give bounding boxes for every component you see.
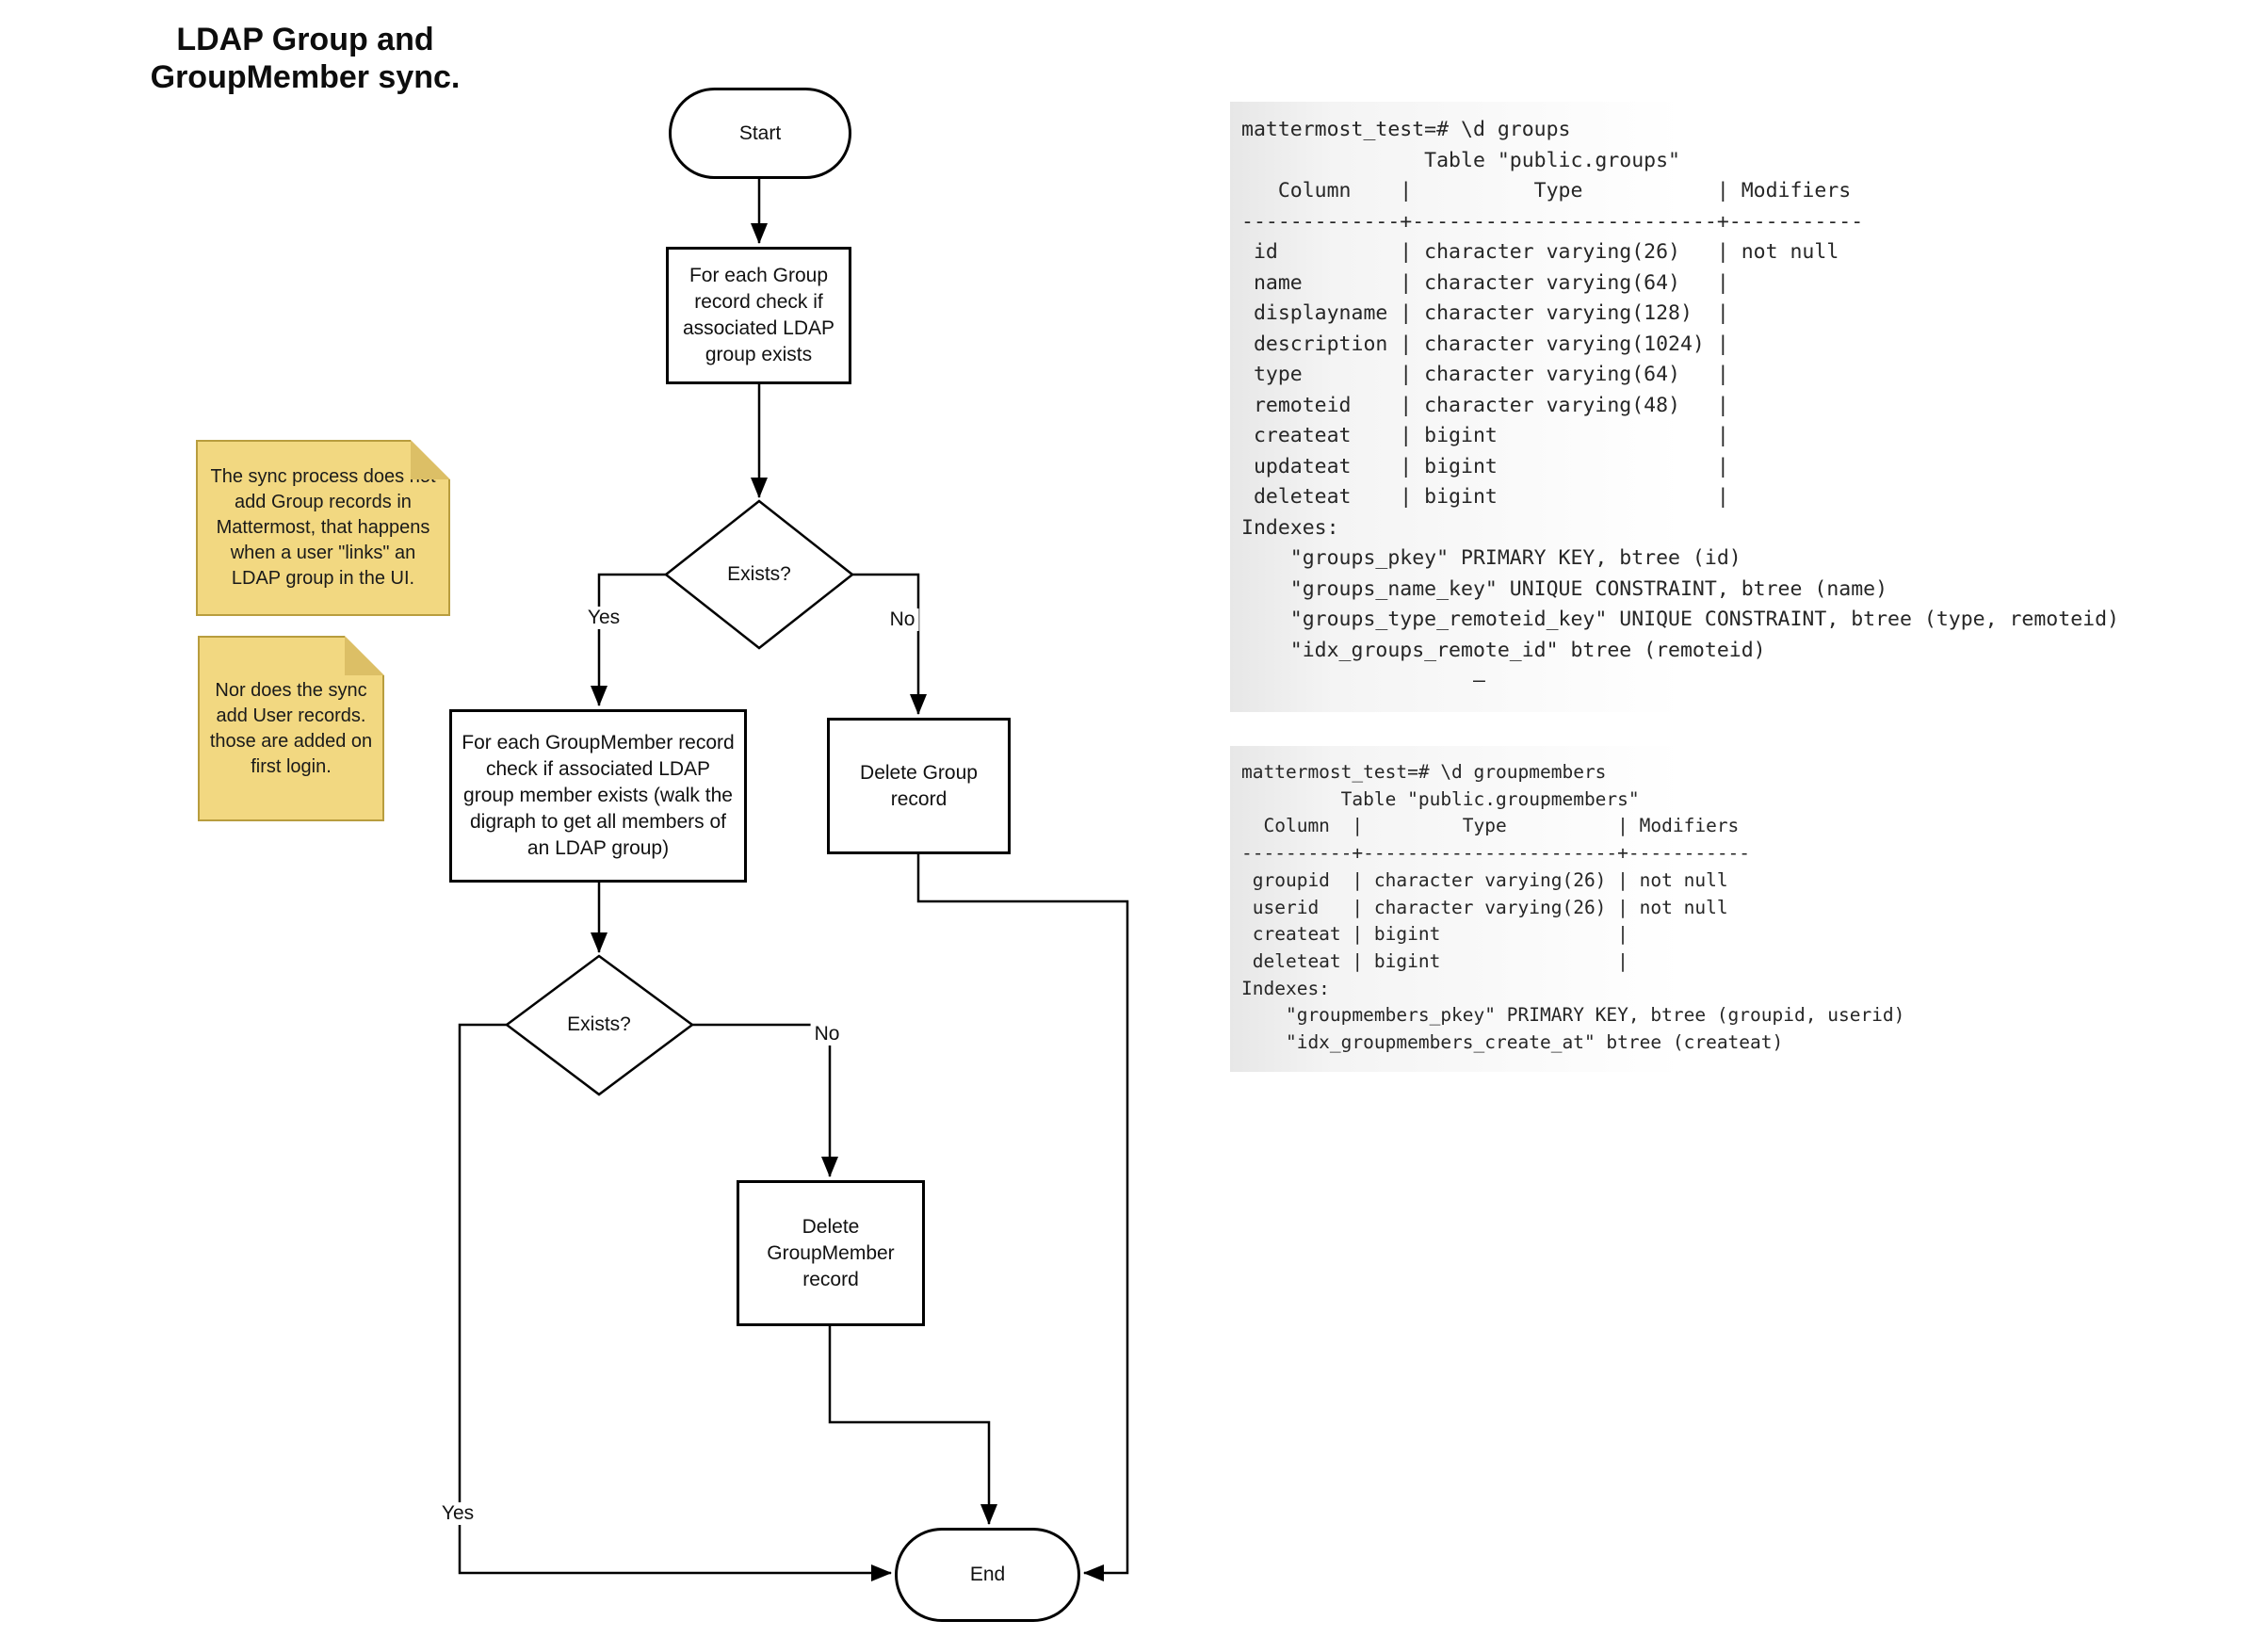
folded-corner-icon (411, 440, 450, 479)
edge-delete-groupmember-to-end (828, 1326, 997, 1525)
edge-exists-no-to-delete-group (852, 573, 927, 715)
branch-label-exists-group-yes: Yes (583, 607, 624, 629)
node-start-label: Start (738, 122, 782, 144)
sticky-note-users: Nor does the sync add User records. thos… (198, 636, 384, 821)
node-delete-groupmember-label: Delete GroupMember record (767, 1215, 895, 1290)
node-delete-groupmember: Delete GroupMember record (737, 1180, 925, 1326)
node-check-group-label: For each Group record check if associate… (682, 265, 835, 365)
edge-exists-yes-to-check-groupmember (591, 573, 666, 706)
node-check-groupmember-label: For each GroupMember record check if ass… (462, 732, 735, 859)
node-check-groupmember: For each GroupMember record check if ass… (449, 709, 747, 883)
node-delete-group: Delete Group record (827, 718, 1011, 854)
node-start: Start (669, 88, 851, 179)
terminal-output-groupmembers: mattermost_test=# \d groupmembers Table … (1230, 746, 1929, 1072)
branch-label-exists-groupmember-yes: Yes (437, 1502, 478, 1525)
decision-exists-group-label: Exists? (727, 563, 791, 585)
terminal-output-groups: mattermost_test=# \d groups Table "publi… (1230, 102, 2164, 712)
node-end-label: End (969, 1564, 1006, 1585)
edge-exists2-yes-to-end (458, 1023, 892, 1581)
decision-exists-groupmember-label: Exists? (567, 1013, 631, 1035)
node-end: End (895, 1528, 1080, 1622)
page-title: LDAP Group and GroupMember sync. (150, 22, 461, 95)
decision-exists-groupmember-shape (504, 954, 695, 1096)
node-delete-group-label: Delete Group record (860, 761, 978, 810)
decision-exists-group-shape (663, 499, 855, 650)
edge-exists2-no-to-delete-groupmember (692, 1023, 838, 1177)
sticky-note-groups: The sync process does not add Group reco… (196, 440, 450, 616)
edge-delete-group-to-end (916, 854, 1129, 1581)
sticky-note-users-text: Nor does the sync add User records. thos… (209, 679, 373, 777)
sticky-note-groups-text: The sync process does not add Group reco… (210, 466, 436, 589)
node-check-group: For each Group record check if associate… (666, 247, 851, 384)
folded-corner-icon (345, 636, 384, 675)
branch-label-exists-groupmember-no: No (810, 1023, 844, 1045)
branch-label-exists-group-no: No (885, 608, 919, 631)
